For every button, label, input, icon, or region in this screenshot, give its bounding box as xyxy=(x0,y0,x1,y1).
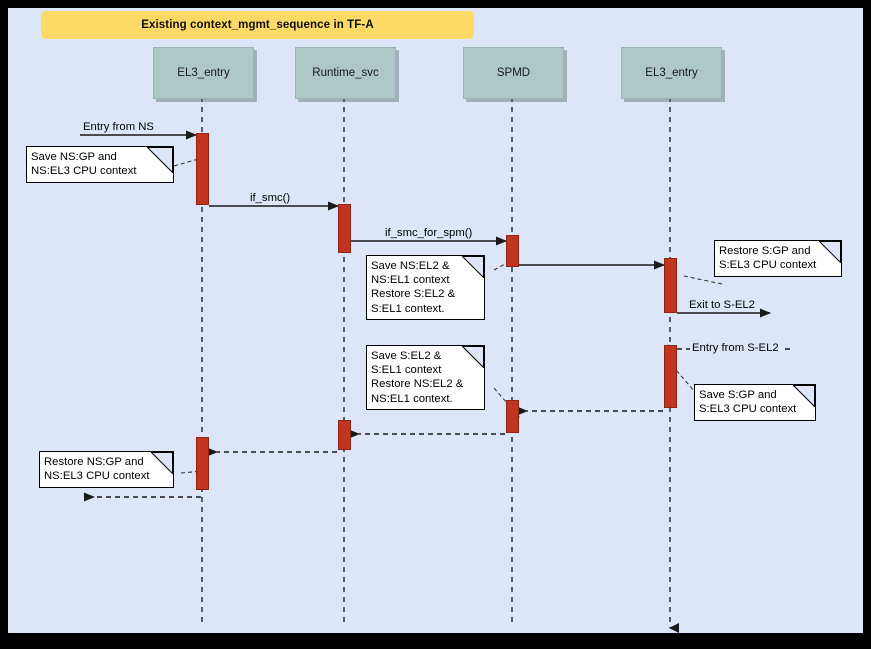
note-line: S:EL3 CPU context xyxy=(719,259,817,272)
note-line: S:EL1 context. xyxy=(371,302,445,315)
message-label-entry-from-ns: Entry from NS xyxy=(81,121,156,133)
note-save-ns-gp: Save NS:GP and NS:EL3 CPU context xyxy=(26,146,174,183)
note-fold-icon xyxy=(462,256,484,278)
note-line: S:EL3 CPU context xyxy=(699,403,797,416)
note-line: Save NS:GP and xyxy=(31,151,117,163)
note-line: Restore NS:EL2 & xyxy=(371,378,464,391)
diagram-title-banner: Existing context_mgmt_sequence in TF-A xyxy=(41,11,474,39)
note-line: NS:EL3 CPU context xyxy=(44,470,150,483)
lifeline-header-el3-entry-ns[interactable]: EL3_entry xyxy=(153,47,254,99)
note-save-ns-el2: Save NS:EL2 & NS:EL1 context Restore S:E… xyxy=(366,255,485,320)
activation-bar-el3-entry-ns-1 xyxy=(196,133,209,205)
note-line: NS:EL3 CPU context xyxy=(31,165,137,178)
lifeline-label: Runtime_svc xyxy=(312,67,379,79)
diagram-vector-layer xyxy=(80,97,790,633)
note-save-s-gp: Save S:GP and S:EL3 CPU context xyxy=(694,384,816,421)
note-line: S:EL1 context xyxy=(371,364,442,377)
lifeline-header-runtime-svc[interactable]: Runtime_svc xyxy=(295,47,396,99)
note-line: Restore NS:GP and xyxy=(44,456,144,468)
message-label-if-smc: if_smc() xyxy=(248,192,293,204)
activation-bar-spmd-2 xyxy=(506,400,519,433)
note-fold-icon xyxy=(819,241,841,263)
note-save-s-el2: Save S:EL2 & S:EL1 context Restore NS:EL… xyxy=(366,345,485,410)
note-line: Save S:EL2 & xyxy=(371,350,442,362)
note-fold-icon xyxy=(793,385,815,407)
solid-message-group xyxy=(80,130,771,318)
lifeline-dash-group xyxy=(201,97,679,633)
activation-bar-runtime-svc-1 xyxy=(338,204,351,253)
message-label-exit-to-s-el2: Exit to S-EL2 xyxy=(687,299,757,311)
note-fold-icon xyxy=(151,452,173,474)
note-restore-s-gp: Restore S:GP and S:EL3 CPU context xyxy=(714,240,842,277)
activation-bar-runtime-svc-2 xyxy=(338,420,351,450)
note-fold-icon xyxy=(147,147,173,173)
message-label-entry-from-s-el2: Entry from S-EL2 xyxy=(690,342,781,354)
lifeline-label: SPMD xyxy=(496,67,531,79)
note-line: NS:EL1 context xyxy=(371,274,450,287)
activation-bar-el3-entry-ns-2 xyxy=(196,437,209,490)
note-line: Restore S:GP and xyxy=(719,245,811,257)
diagram-canvas: Existing context_mgmt_sequence in TF-A E… xyxy=(8,8,863,633)
lifeline-label: EL3_entry xyxy=(645,67,698,79)
activation-bar-spmd-1 xyxy=(506,235,519,267)
note-restore-ns-gp: Restore NS:GP and NS:EL3 CPU context xyxy=(39,451,174,488)
lifeline-header-spmd[interactable]: SPMD xyxy=(463,47,564,99)
lifeline-header-el3-entry-s[interactable]: EL3_entry xyxy=(621,47,722,99)
activation-bar-el3-entry-s-2 xyxy=(664,345,677,408)
activation-bar-el3-entry-s-1 xyxy=(664,258,677,313)
note-line: Restore S:EL2 & xyxy=(371,288,456,301)
note-fold-icon xyxy=(462,346,484,368)
note-line: Save S:GP and xyxy=(699,389,777,401)
diagram-title: Existing context_mgmt_sequence in TF-A xyxy=(141,19,374,31)
lifeline-label: EL3_entry xyxy=(177,67,230,79)
note-line: Save NS:EL2 & xyxy=(371,260,450,272)
message-label-if-smc-for-spm: if_smc_for_spm() xyxy=(383,227,475,239)
note-line: NS:EL1 context. xyxy=(371,392,453,405)
